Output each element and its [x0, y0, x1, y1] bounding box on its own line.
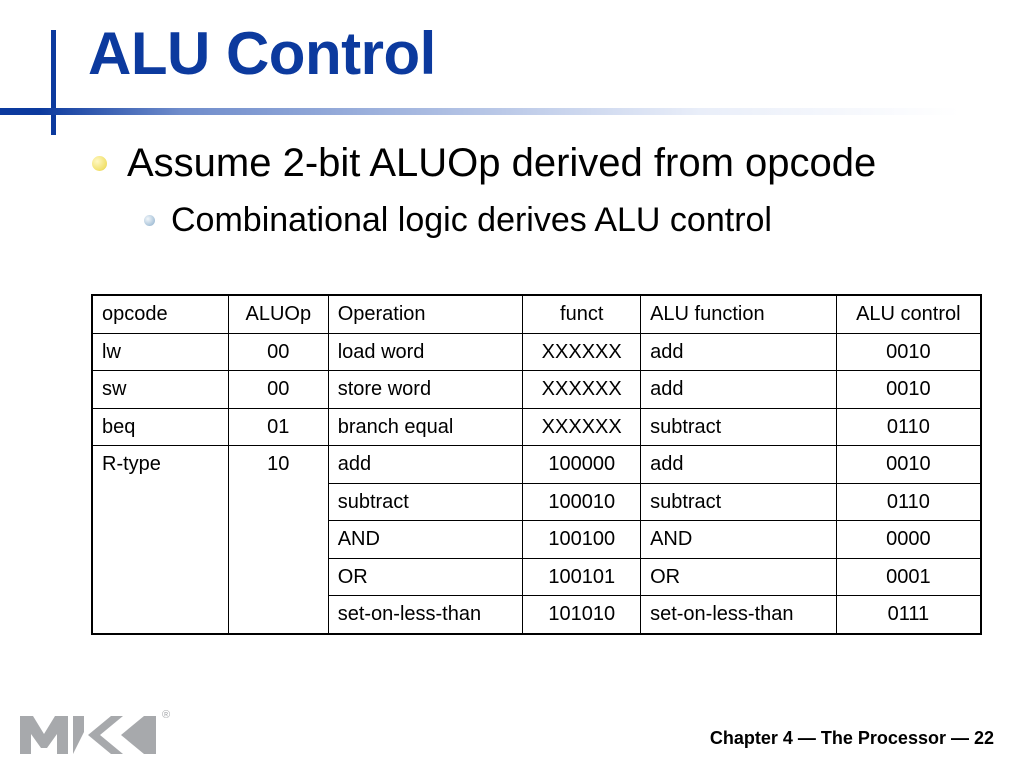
header-cell-aluop: ALUOp	[227, 294, 329, 334]
registered-mark: ®	[162, 710, 170, 721]
cell-aluop: 01	[227, 407, 329, 446]
header-cell-opcode: opcode	[91, 294, 229, 334]
cell-alu-function: add	[640, 445, 837, 484]
cell-alu-control: 0010	[835, 445, 982, 484]
header-cell-operation: Operation	[327, 294, 524, 334]
header-cell-funct: funct	[522, 294, 642, 334]
table-row: sw 00 store word XXXXXX add 0010	[91, 370, 982, 409]
cell-alu-control: 0000	[835, 520, 982, 559]
header-cell-alu-function: ALU function	[640, 294, 837, 334]
header-cell-alu-control: ALU control	[835, 294, 982, 334]
cell-funct: 101010	[522, 595, 642, 634]
table-row: subtract 100010 subtract 0110	[92, 482, 982, 521]
sub-bullet-text: Combinational logic derives ALU control	[171, 200, 772, 239]
cell-alu-control: 0001	[835, 557, 982, 596]
cell-funct: 100010	[522, 482, 642, 521]
cell-alu-function: subtract	[640, 482, 837, 521]
cell-operation: load word	[327, 332, 524, 371]
cell-alu-control: 0110	[835, 407, 982, 446]
cell-funct: XXXXXX	[522, 370, 642, 409]
mk-publisher-logo-icon: ®	[20, 710, 170, 754]
cell-alu-function: set-on-less-than	[640, 595, 837, 634]
cell-alu-control: 0110	[835, 482, 982, 521]
cell-opcode: sw	[91, 370, 229, 409]
cell-funct: 100000	[522, 445, 642, 484]
cell-funct: 100100	[522, 520, 642, 559]
sub-bullet-dot-icon	[144, 214, 155, 226]
bullet-text: Assume 2-bit ALUOp derived from opcode	[127, 140, 877, 185]
cell-alu-function: OR	[640, 557, 837, 596]
bullet-level-1: Assume 2-bit ALUOp derived from opcode	[92, 141, 876, 185]
table-row: AND 100100 AND 0000	[92, 520, 982, 559]
slide-title: ALU Control	[88, 20, 436, 87]
cell-opcode: R-type	[91, 445, 229, 634]
cell-alu-function: add	[640, 332, 837, 371]
cell-alu-control: 0111	[835, 595, 982, 634]
slide-footer: Chapter 4 — The Processor — 22	[709, 728, 994, 748]
bullet-dot-icon	[92, 155, 107, 171]
bullet-level-2: Combinational logic derives ALU control	[144, 199, 772, 241]
cell-opcode: lw	[91, 332, 229, 371]
table-header-row: opcode ALUOp Operation funct ALU functio…	[91, 294, 982, 334]
cell-alu-function: subtract	[640, 407, 837, 446]
cell-operation: add	[327, 445, 524, 484]
accent-vertical-bar	[51, 30, 56, 135]
cell-funct: XXXXXX	[522, 332, 642, 371]
cell-aluop: 00	[227, 370, 329, 409]
table-row: lw 00 load word XXXXXX add 0010	[91, 332, 982, 371]
cell-operation: OR	[327, 557, 524, 596]
cell-aluop: 00	[227, 332, 329, 371]
cell-aluop: 10	[227, 445, 329, 634]
cell-operation: set-on-less-than	[327, 595, 524, 634]
cell-operation: branch equal	[327, 407, 524, 446]
cell-opcode: beq	[91, 407, 229, 446]
table-row: R-type 10 add 100000 add 0010	[91, 445, 982, 634]
accent-horizontal-bar	[0, 108, 960, 115]
cell-funct: 100101	[522, 557, 642, 596]
cell-operation: AND	[327, 520, 524, 559]
table-row: OR 100101 OR 0001	[92, 557, 982, 596]
cell-alu-control: 0010	[835, 370, 982, 409]
cell-operation: store word	[327, 370, 524, 409]
cell-alu-function: add	[640, 370, 837, 409]
alu-control-table: opcode ALUOp Operation funct ALU functio…	[91, 294, 982, 635]
cell-operation: subtract	[327, 482, 524, 521]
cell-alu-function: AND	[640, 520, 837, 559]
table-row: set-on-less-than 101010 set-on-less-than…	[92, 595, 982, 634]
cell-alu-control: 0010	[835, 332, 982, 371]
cell-funct: XXXXXX	[522, 407, 642, 446]
table-row: beq 01 branch equal XXXXXX subtract 0110	[91, 407, 982, 446]
